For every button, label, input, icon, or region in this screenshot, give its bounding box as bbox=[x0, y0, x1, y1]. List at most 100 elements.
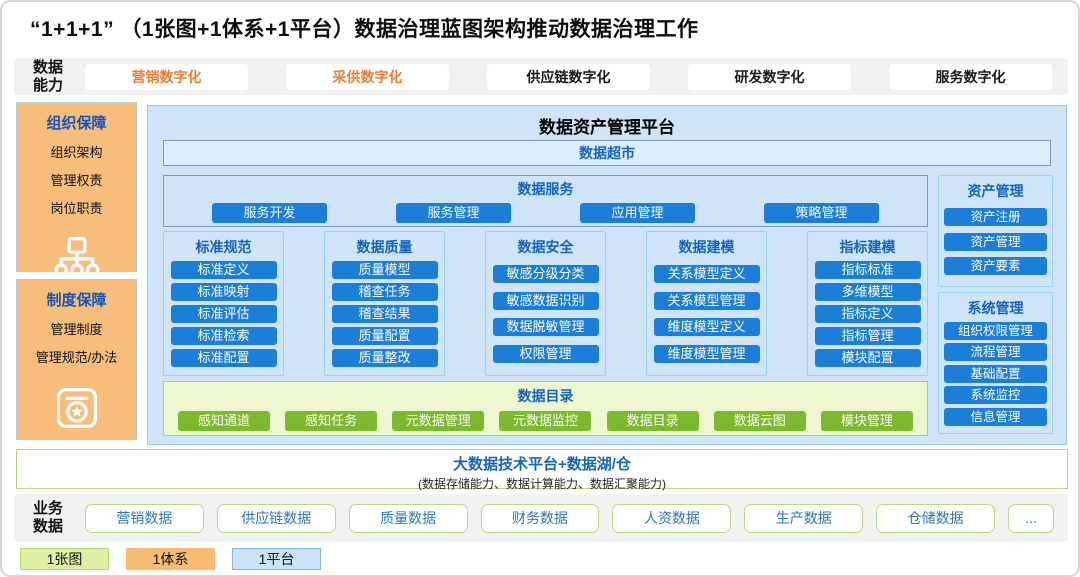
organization-guarantee-panel: 组织保障 组织架构 管理权责 岗位职责 bbox=[16, 102, 137, 277]
data-quality-title: 数据质量 bbox=[356, 239, 413, 255]
permission-mgmt-button[interactable]: 权限管理 bbox=[492, 344, 599, 363]
management-rules-item: 管理规范/办法 bbox=[35, 350, 118, 365]
marketing-data-button[interactable]: 营销数据 bbox=[85, 503, 204, 533]
data-catalog-buttons: 感知通道 感知任务 元数据管理 元数据监控 数据目录 数据云图 模块管理 bbox=[164, 406, 927, 431]
data-service-buttons: 服务开发 服务管理 应用管理 策略管理 bbox=[164, 199, 927, 223]
legend-one-map: 1张图 bbox=[20, 548, 109, 570]
standard-config-button[interactable]: 标准配置 bbox=[170, 349, 277, 367]
sensitive-classification-button[interactable]: 敏感分级分类 bbox=[492, 265, 599, 284]
standard-evaluation-button[interactable]: 标准评估 bbox=[170, 305, 277, 323]
management-rights-item: 管理权责 bbox=[50, 173, 103, 188]
asset-management-title: 资产管理 bbox=[967, 183, 1024, 199]
indicator-modeling-title: 指标建模 bbox=[839, 239, 896, 255]
bigdata-platform-box: 大数据技术平台+数据湖/仓 (数据存储能力、数据计算能力、数据汇聚能力) bbox=[16, 449, 1068, 491]
standard-definition-button[interactable]: 标准定义 bbox=[170, 261, 277, 279]
data-capability-row: 数据能力 营销数字化 采供数字化 供应链数字化 研发数字化 服务数字化 bbox=[14, 58, 1068, 95]
audit-result-button[interactable]: 稽查结果 bbox=[331, 305, 438, 323]
data-service-title: 数据服务 bbox=[517, 181, 574, 197]
perception-task-button[interactable]: 感知任务 bbox=[285, 411, 378, 431]
org-structure-item: 组织架构 bbox=[50, 145, 103, 160]
business-data-row: 业务数据 营销数据 供应链数据 质量数据 财务数据 人资数据 生产数据 仓储数据… bbox=[14, 494, 1068, 542]
multidim-model-button[interactable]: 多维模型 bbox=[814, 283, 921, 301]
hr-data-button[interactable]: 人资数据 bbox=[612, 503, 732, 533]
process-mgmt-button[interactable]: 流程管理 bbox=[944, 343, 1047, 361]
asset-register-button[interactable]: 资产注册 bbox=[944, 207, 1047, 226]
service-mgmt-button[interactable]: 服务管理 bbox=[396, 203, 511, 223]
supply-chain-data-button[interactable]: 供应链数据 bbox=[216, 503, 336, 533]
indicator-standard-button[interactable]: 指标标准 bbox=[814, 261, 921, 279]
standard-spec-title: 标准规范 bbox=[195, 239, 252, 255]
policy-mgmt-button[interactable]: 策略管理 bbox=[764, 203, 879, 223]
legend: 1张图 1体系 1平台 bbox=[20, 548, 321, 570]
management-system-item: 管理制度 bbox=[50, 322, 103, 337]
data-security-title: 数据安全 bbox=[517, 239, 574, 255]
more-data-button[interactable]: ... bbox=[1008, 503, 1055, 533]
legend-one-system: 1体系 bbox=[126, 548, 215, 570]
standard-search-button[interactable]: 标准检索 bbox=[170, 327, 277, 345]
data-service-box: 数据服务 服务开发 服务管理 应用管理 策略管理 bbox=[163, 175, 928, 227]
info-mgmt-button[interactable]: 信息管理 bbox=[944, 407, 1047, 426]
service-dev-button[interactable]: 服务开发 bbox=[212, 203, 327, 223]
org-chart-icon bbox=[17, 233, 136, 287]
institution-guarantee-title: 制度保障 bbox=[46, 292, 107, 309]
quality-data-button[interactable]: 质量数据 bbox=[348, 503, 468, 533]
asset-mgmt-button[interactable]: 资产管理 bbox=[944, 232, 1047, 251]
data-market-bar[interactable]: 数据超市 bbox=[163, 140, 1051, 166]
app-mgmt-button[interactable]: 应用管理 bbox=[580, 203, 695, 223]
data-asset-management-platform: 数据资产管理平台 数据超市 数据服务 服务开发 服务管理 应用管理 策略管理 资… bbox=[147, 105, 1067, 445]
finance-data-button[interactable]: 财务数据 bbox=[480, 503, 600, 533]
relation-model-def-button[interactable]: 关系模型定义 bbox=[653, 265, 760, 284]
quality-config-button[interactable]: 质量配置 bbox=[331, 327, 438, 345]
module-mgmt-button[interactable]: 模块管理 bbox=[820, 411, 913, 431]
platform-columns: 标准规范 标准定义 标准映射 标准评估 标准检索 标准配置 数据质量 质量模型 … bbox=[163, 231, 928, 376]
indicator-modeling-column: 指标建模 指标标准 多维模型 指标定义 指标管理 模块配置 bbox=[807, 231, 928, 376]
asset-element-button[interactable]: 资产要素 bbox=[944, 257, 1047, 276]
data-modeling-title: 数据建模 bbox=[678, 239, 735, 255]
audit-task-button[interactable]: 稽查任务 bbox=[331, 283, 438, 301]
standard-mapping-button[interactable]: 标准映射 bbox=[170, 283, 277, 301]
capability-buttons: 营销数字化 采供数字化 供应链数字化 研发数字化 服务数字化 bbox=[85, 63, 1052, 90]
metadata-monitor-button[interactable]: 元数据监控 bbox=[499, 411, 592, 431]
capability-marketing-digitalization[interactable]: 营销数字化 bbox=[85, 63, 248, 90]
dimension-model-def-button[interactable]: 维度模型定义 bbox=[653, 318, 760, 337]
indicator-definition-button[interactable]: 指标定义 bbox=[814, 305, 921, 323]
system-monitor-button[interactable]: 系统监控 bbox=[944, 386, 1047, 404]
relation-model-mgmt-button[interactable]: 关系模型管理 bbox=[653, 291, 760, 310]
asset-management-box: 资产管理 资产注册 资产管理 资产要素 bbox=[938, 175, 1053, 287]
data-catalog-title: 数据目录 bbox=[517, 388, 574, 404]
institution-guarantee-panel: 制度保障 管理制度 管理规范/办法 bbox=[16, 279, 137, 440]
page-title: “1+1+1” （1张图+1体系+1平台）数据治理蓝图架构推动数据治理工作 bbox=[30, 18, 699, 41]
data-masking-button[interactable]: 数据脱敏管理 bbox=[492, 318, 599, 337]
bigdata-platform-title: 大数据技术平台+数据湖/仓 bbox=[453, 456, 631, 473]
capability-service-digitalization[interactable]: 服务数字化 bbox=[889, 63, 1052, 90]
data-security-column: 数据安全 敏感分级分类 敏感数据识别 数据脱敏管理 权限管理 bbox=[485, 231, 606, 376]
warehouse-data-button[interactable]: 仓储数据 bbox=[876, 503, 996, 533]
standard-spec-column: 标准规范 标准定义 标准映射 标准评估 标准检索 标准配置 bbox=[163, 231, 284, 376]
capability-procurement-digitalization[interactable]: 采供数字化 bbox=[286, 63, 449, 90]
data-catalog-button[interactable]: 数据目录 bbox=[606, 411, 699, 431]
basic-config-button[interactable]: 基础配置 bbox=[944, 364, 1047, 383]
production-data-button[interactable]: 生产数据 bbox=[744, 503, 864, 533]
certificate-icon bbox=[17, 382, 136, 434]
post-duty-item: 岗位职责 bbox=[50, 201, 103, 216]
data-cloud-map-button[interactable]: 数据云图 bbox=[713, 411, 806, 431]
system-management-box: 系统管理 组织权限管理 流程管理 基础配置 系统监控 信息管理 bbox=[938, 292, 1053, 434]
module-config-button[interactable]: 模块配置 bbox=[814, 349, 921, 367]
quality-model-button[interactable]: 质量模型 bbox=[331, 261, 438, 279]
indicator-mgmt-button[interactable]: 指标管理 bbox=[814, 327, 921, 345]
org-permission-mgmt-button[interactable]: 组织权限管理 bbox=[944, 321, 1047, 340]
sensitive-identify-button[interactable]: 敏感数据识别 bbox=[492, 291, 599, 310]
platform-title: 数据资产管理平台 bbox=[539, 118, 675, 137]
metadata-mgmt-button[interactable]: 元数据管理 bbox=[392, 411, 485, 431]
business-data-buttons: 营销数据 供应链数据 质量数据 财务数据 人资数据 生产数据 仓储数据 ... bbox=[85, 503, 1055, 533]
capability-supply-chain-digitalization[interactable]: 供应链数字化 bbox=[487, 63, 650, 90]
bigdata-platform-subtitle: (数据存储能力、数据计算能力、数据汇聚能力) bbox=[418, 477, 666, 491]
perception-channel-button[interactable]: 感知通道 bbox=[178, 411, 270, 431]
data-quality-column: 数据质量 质量模型 稽查任务 稽查结果 质量配置 质量整改 bbox=[324, 231, 445, 376]
dimension-model-mgmt-button[interactable]: 维度模型管理 bbox=[653, 344, 760, 363]
capability-row-label: 数据能力 bbox=[32, 58, 63, 94]
system-management-title: 系统管理 bbox=[967, 300, 1024, 316]
capability-rd-digitalization[interactable]: 研发数字化 bbox=[688, 63, 851, 90]
quality-rectify-button[interactable]: 质量整改 bbox=[331, 349, 438, 367]
